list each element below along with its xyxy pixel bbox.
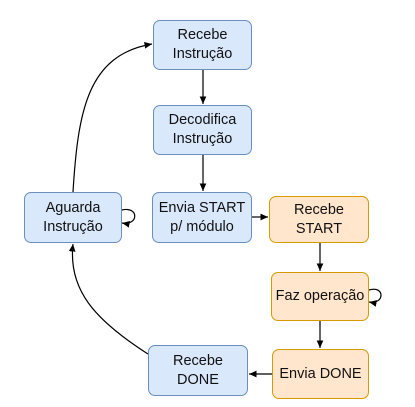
edge-aguarda-to-recebe-instrucao xyxy=(72,41,153,193)
edge-recebe-done-to-aguarda xyxy=(68,243,149,355)
node-recebe-start: Recebe START xyxy=(269,196,369,243)
node-aguarda-instrucao: Aguarda Instrução xyxy=(24,192,122,243)
node-recebe-instrucao: Recebe Instrução xyxy=(153,20,252,70)
node-decodifica-instrucao: Decodifica Instrução xyxy=(153,105,252,155)
node-envia-done: Envia DONE xyxy=(272,349,369,399)
node-envia-start: Envia START p/ módulo xyxy=(152,192,252,243)
node-recebe-done: Recebe DONE xyxy=(148,345,248,396)
edge-aguarda-self-loop xyxy=(121,208,136,228)
node-faz-operacao: Faz operação xyxy=(271,272,369,321)
edge-faz-operacao-self-loop xyxy=(368,288,382,307)
